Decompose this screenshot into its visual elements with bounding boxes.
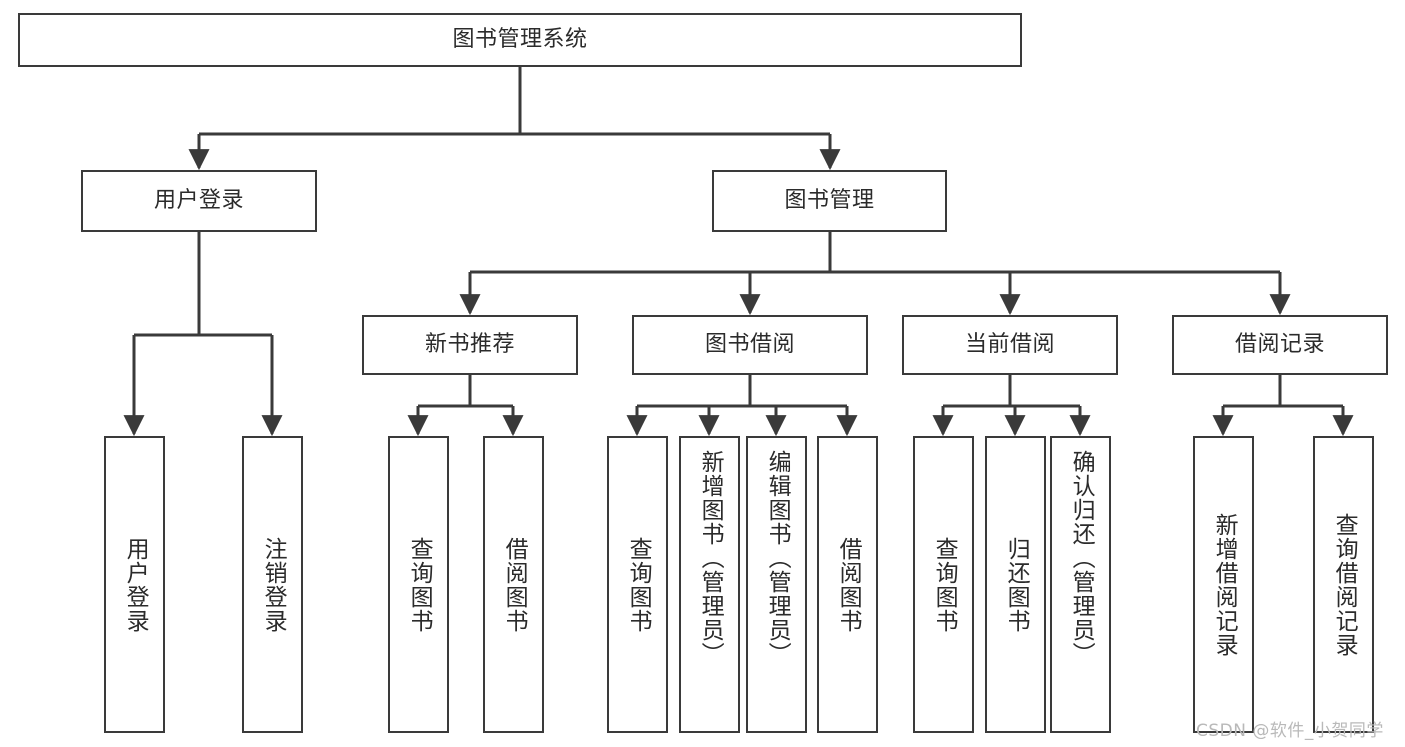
leaf-node[interactable]: 借阅图书	[483, 436, 544, 733]
leaf-node-label: 查询图书	[625, 536, 652, 633]
leaf-node-label: 查询借阅记录	[1331, 512, 1358, 657]
node-book-borrow[interactable]: 图书借阅	[632, 315, 868, 375]
leaf-node[interactable]: 新增图书（管理员）	[679, 436, 740, 733]
node-borrow-records[interactable]: 借阅记录	[1172, 315, 1388, 375]
leaf-node-label: 借阅图书	[835, 536, 862, 633]
leaf-node[interactable]: 查询借阅记录	[1313, 436, 1374, 733]
leaf-node-label: 借阅图书	[501, 536, 528, 633]
leaf-node-label: 新增图书（管理员）	[697, 450, 724, 666]
node-new-book-recommend-label: 新书推荐	[424, 331, 515, 357]
node-current-borrow-label: 当前借阅	[964, 331, 1055, 357]
leaf-node[interactable]: 用户登录	[104, 436, 165, 733]
node-root[interactable]: 图书管理系统	[18, 13, 1022, 67]
csdn-watermark: CSDN @软件_小贺同学	[1196, 721, 1384, 741]
node-user-login[interactable]: 用户登录	[81, 170, 317, 232]
node-current-borrow[interactable]: 当前借阅	[902, 315, 1118, 375]
node-borrow-records-label: 借阅记录	[1234, 331, 1325, 357]
node-book-management[interactable]: 图书管理	[712, 170, 947, 232]
leaf-node[interactable]: 注销登录	[242, 436, 303, 733]
leaf-node[interactable]: 确认归还（管理员）	[1050, 436, 1111, 733]
node-new-book-recommend[interactable]: 新书推荐	[362, 315, 578, 375]
leaf-node-label: 编辑图书（管理员）	[764, 450, 791, 666]
leaf-node-label: 注销登录	[260, 536, 287, 633]
leaf-node[interactable]: 查询图书	[607, 436, 668, 733]
leaf-node-label: 用户登录	[122, 536, 149, 633]
leaf-node-label: 归还图书	[1003, 536, 1030, 633]
node-book-management-label: 图书管理	[784, 187, 875, 213]
leaf-node[interactable]: 编辑图书（管理员）	[746, 436, 807, 733]
leaf-node[interactable]: 归还图书	[985, 436, 1046, 733]
node-user-login-label: 用户登录	[153, 187, 244, 213]
node-root-label: 图书管理系统	[452, 26, 588, 52]
leaf-node[interactable]: 新增借阅记录	[1193, 436, 1254, 733]
leaf-node-label: 查询图书	[931, 536, 958, 633]
leaf-node[interactable]: 借阅图书	[817, 436, 878, 733]
leaf-node-label: 查询图书	[406, 536, 433, 633]
leaf-node-label: 确认归还（管理员）	[1068, 450, 1095, 666]
leaf-node[interactable]: 查询图书	[388, 436, 449, 733]
node-book-borrow-label: 图书借阅	[704, 331, 795, 357]
leaf-node-label: 新增借阅记录	[1211, 512, 1238, 657]
leaf-node[interactable]: 查询图书	[913, 436, 974, 733]
